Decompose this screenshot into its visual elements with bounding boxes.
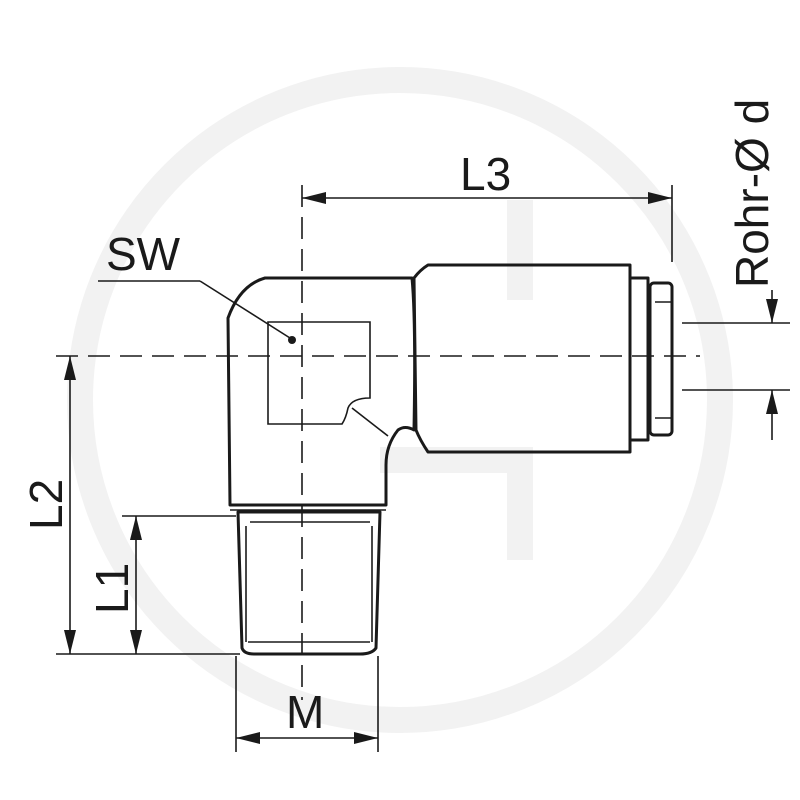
tube-connector [412, 263, 674, 454]
dimension-L1: L1 [86, 515, 236, 654]
release-ring [648, 281, 674, 437]
label-L1: L1 [86, 563, 138, 614]
label-M: M [286, 686, 324, 738]
dimension-L3: L3 [302, 148, 673, 262]
wrench-flat [267, 321, 371, 425]
dimension-tube-diameter: Rohr-Ø d [682, 99, 790, 440]
label-L3: L3 [460, 148, 511, 200]
background-watermark [67, 67, 733, 733]
label-L2: L2 [20, 479, 72, 530]
dimension-SW: SW [98, 228, 291, 339]
wrench-flat-edge [351, 407, 389, 437]
label-tube-diameter: Rohr-Ø d [726, 99, 778, 288]
dimension-L2: L2 [20, 356, 240, 655]
body-outline [226, 276, 417, 507]
collet-step [628, 276, 650, 442]
label-SW: SW [106, 228, 181, 280]
dimension-M: M [235, 656, 379, 752]
thread-outline [236, 510, 382, 656]
threaded-stud [236, 510, 382, 656]
connector-sleeve [412, 263, 632, 454]
elbow-body [226, 276, 417, 511]
